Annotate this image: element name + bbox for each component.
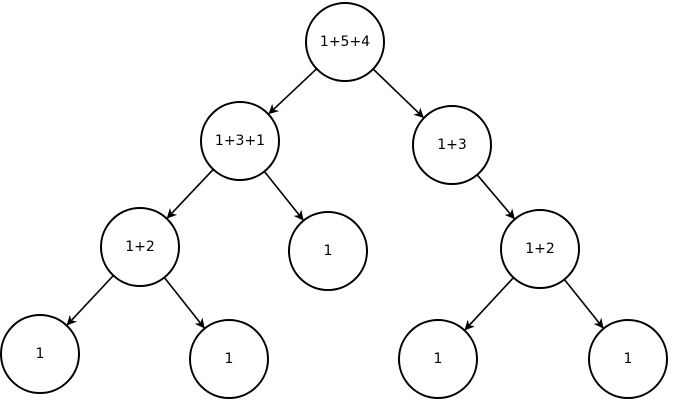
tree-node-left-left: 1+2 — [100, 207, 180, 287]
edge-root-to-left — [268, 68, 318, 115]
node-circle — [412, 105, 492, 185]
node-label: 1 — [624, 351, 633, 367]
tree-node-right-child: 1+2 — [500, 209, 580, 289]
tree-node-right-child-left: 1 — [398, 319, 478, 399]
node-label: 1+2 — [125, 239, 155, 255]
node-label: 1+3+1 — [215, 133, 265, 149]
edge-left-to-left-left — [166, 168, 214, 219]
node-circle — [305, 2, 385, 82]
tree-node-root: 1+5+4 — [305, 2, 385, 82]
edges-layer — [66, 68, 604, 331]
node-circle — [100, 207, 180, 287]
node-label: 1+5+4 — [320, 34, 370, 50]
node-circle — [189, 319, 269, 399]
node-label: 1 — [434, 351, 443, 367]
node-circle — [200, 101, 280, 181]
tree-node-left-left-left: 1 — [0, 314, 80, 394]
edge-right-child-to-right-child-left — [464, 277, 515, 331]
node-label: 1 — [225, 351, 234, 367]
node-circle — [398, 319, 478, 399]
node-circle — [500, 209, 580, 289]
edge-right-to-right-child — [476, 174, 515, 220]
edge-left-to-left-right — [263, 171, 304, 221]
tree-node-left-right: 1 — [288, 211, 368, 291]
edge-root-to-right — [372, 68, 424, 118]
node-circle — [0, 314, 80, 394]
tree-node-left-left-right: 1 — [189, 319, 269, 399]
node-label: 1+2 — [525, 241, 555, 257]
node-circle — [588, 319, 668, 399]
tree-node-right: 1+3 — [412, 105, 492, 185]
edge-right-child-to-right-child-right — [563, 279, 604, 329]
tree-node-left: 1+3+1 — [200, 101, 280, 181]
edge-left-left-to-left-left-left — [66, 274, 114, 326]
node-label: 1 — [324, 243, 333, 259]
edge-left-left-to-left-left-right — [163, 277, 205, 329]
node-circle — [288, 211, 368, 291]
tree-node-right-child-right: 1 — [588, 319, 668, 399]
nodes-layer: 1+5+4 1+3+1 1+3 1+2 1 1+2 1 1 1 1 — [0, 2, 668, 399]
node-label: 1+3 — [437, 137, 467, 153]
node-label: 1 — [36, 346, 45, 362]
